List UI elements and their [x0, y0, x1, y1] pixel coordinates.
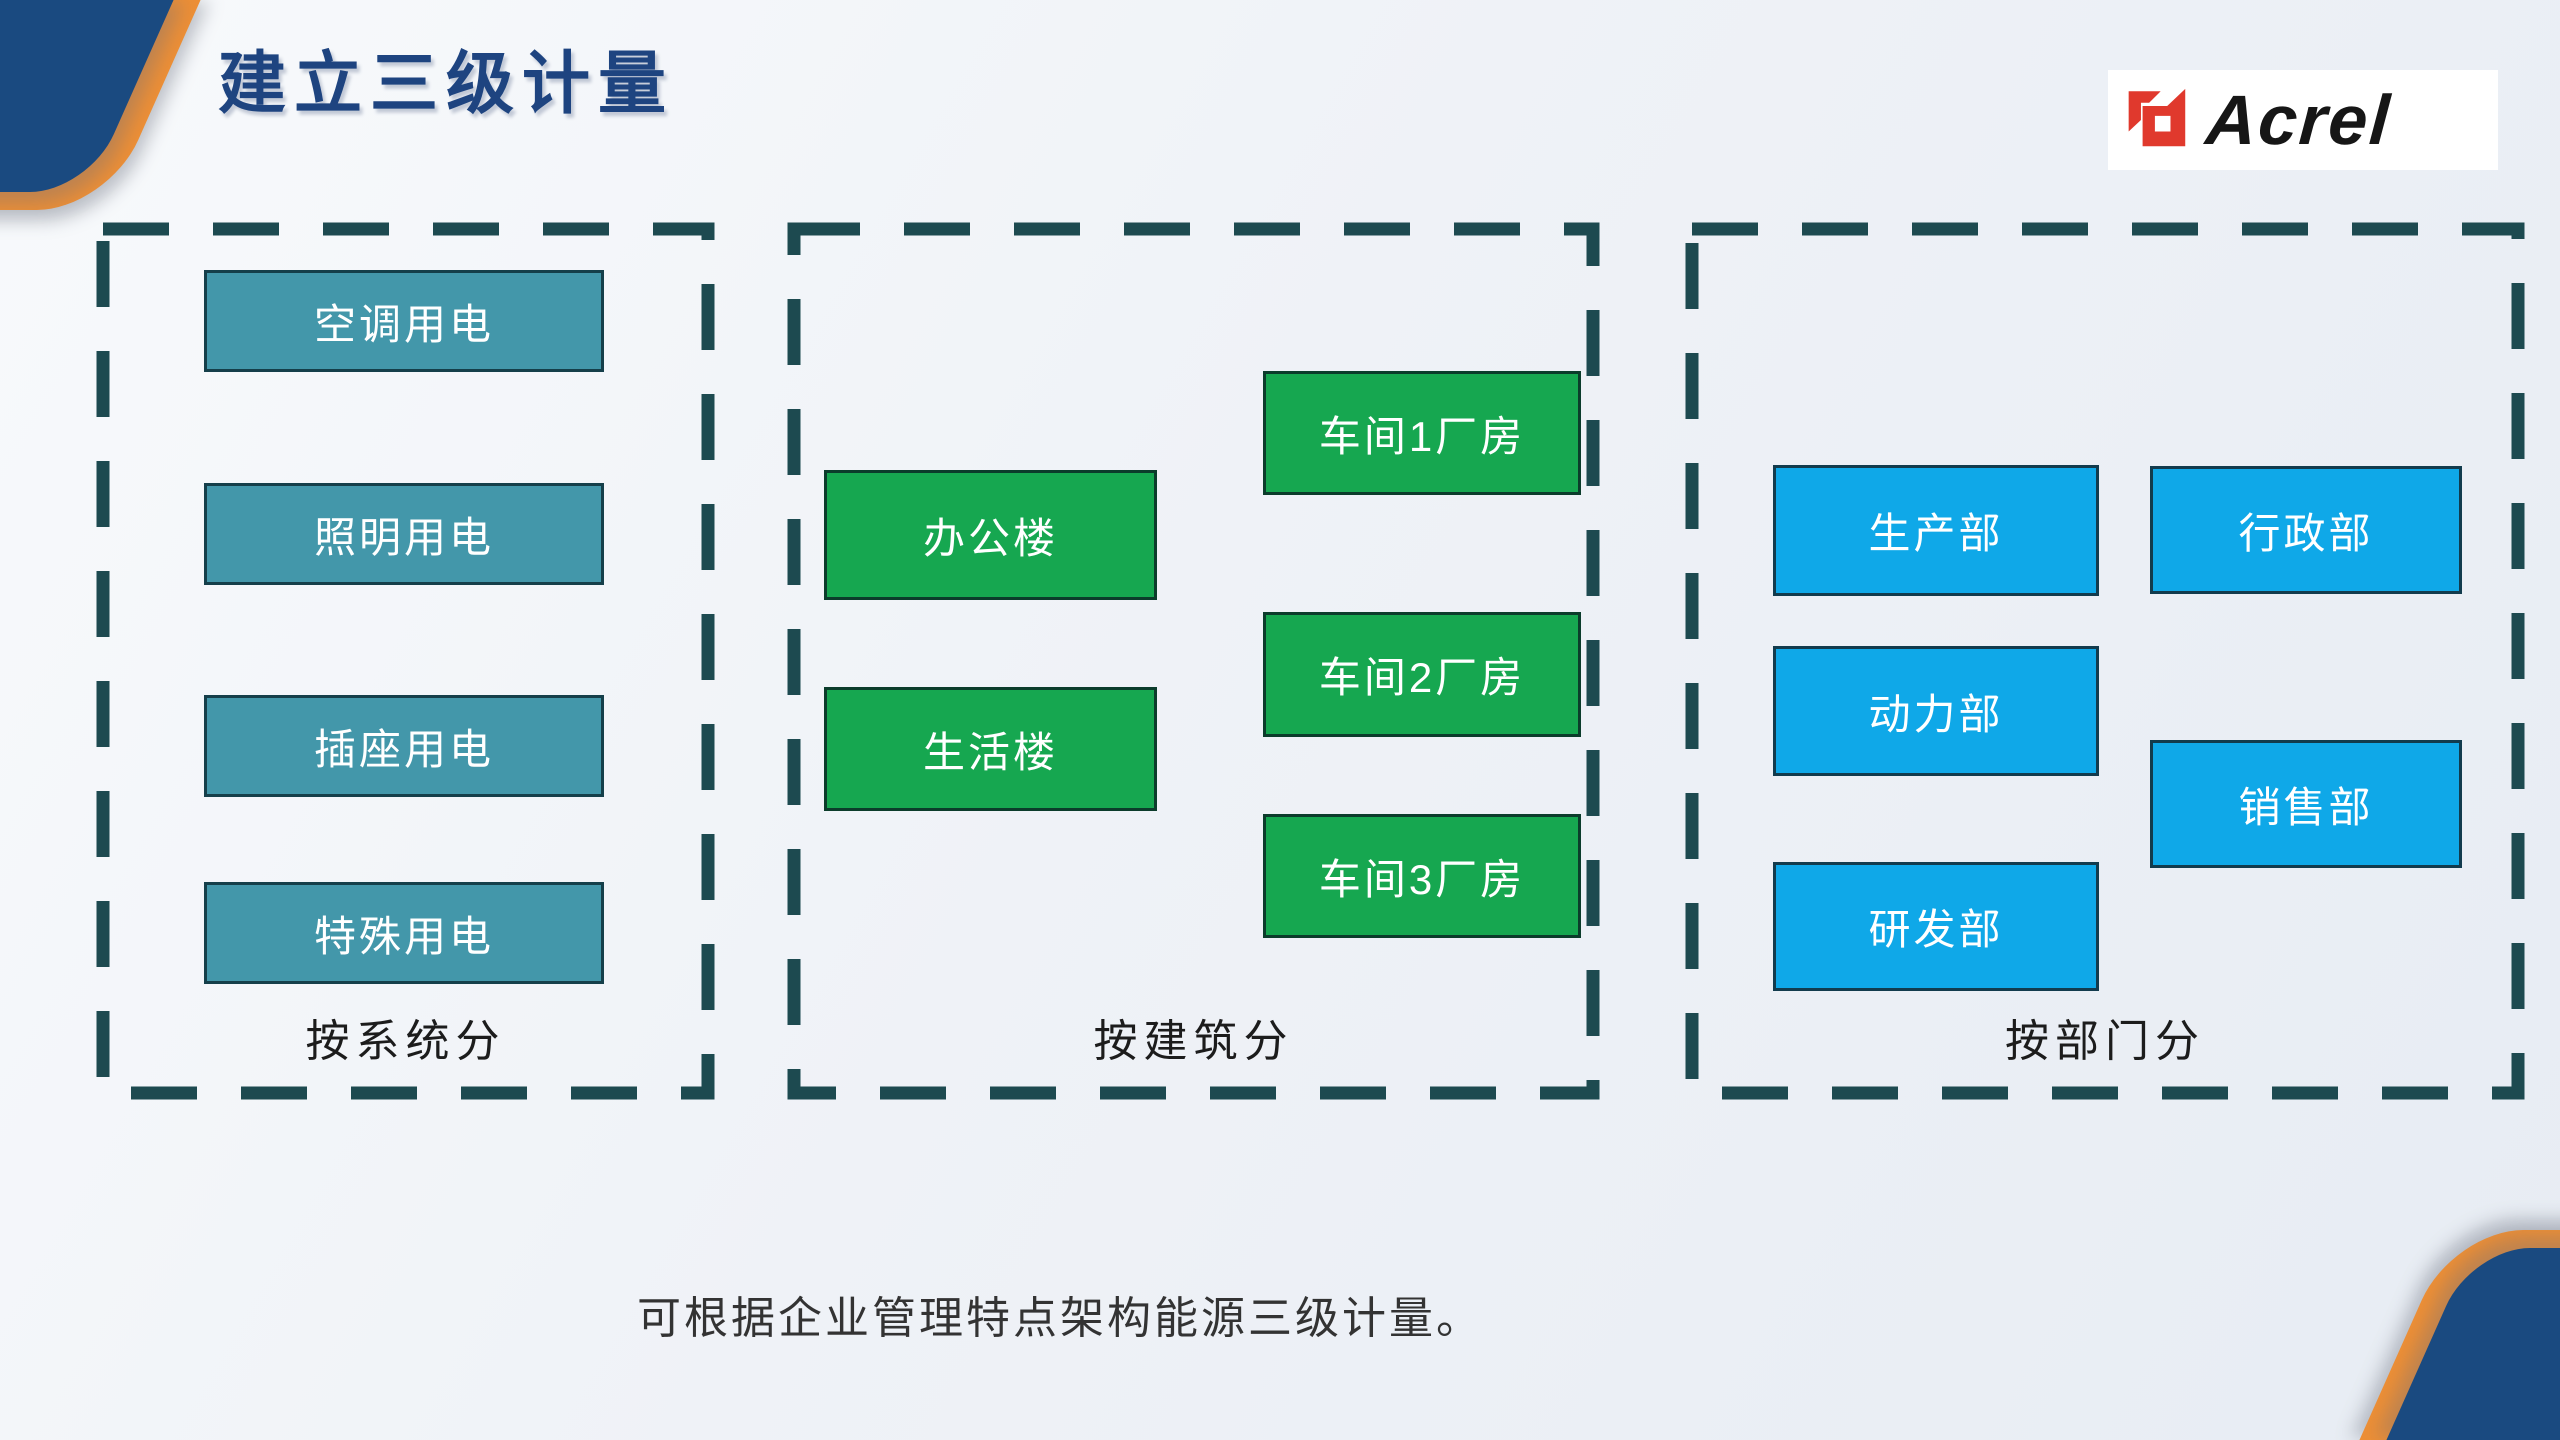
group-by-system: 空调用电 照明用电 插座用电 特殊用电 按系统分 — [96, 222, 715, 1100]
dashed-border — [1685, 222, 2525, 1100]
box-workshop-1: 车间1厂房 — [1263, 371, 1581, 495]
group-label-by-system: 按系统分 — [305, 1017, 506, 1066]
box-office-building: 办公楼 — [824, 470, 1157, 600]
box-living-building: 生活楼 — [824, 687, 1157, 811]
box-special-power: 特殊用电 — [204, 882, 604, 984]
box-production-dept: 生产部 — [1773, 465, 2099, 596]
box-sales-dept: 销售部 — [2150, 740, 2462, 868]
group-label-by-department: 按部门分 — [2005, 1017, 2205, 1066]
box-power-dept: 动力部 — [1773, 646, 2099, 776]
page-title: 建立三级计量 — [218, 46, 675, 122]
footnote: 可根据企业管理特点架构能源三级计量。 — [637, 1294, 1483, 1343]
box-admin-dept: 行政部 — [2150, 466, 2462, 594]
box-socket-power: 插座用电 — [204, 695, 604, 797]
dashed-border — [96, 222, 715, 1100]
group-by-department: 生产部 行政部 动力部 销售部 研发部 按部门分 — [1685, 222, 2525, 1100]
box-rd-dept: 研发部 — [1773, 862, 2099, 991]
box-workshop-2: 车间2厂房 — [1263, 612, 1581, 737]
acrel-logo: Acrel — [2108, 70, 2498, 170]
box-air-conditioning-power: 空调用电 — [204, 270, 604, 372]
acrel-logo-text: Acrel — [2203, 81, 2394, 159]
box-workshop-3: 车间3厂房 — [1263, 814, 1581, 938]
group-by-building: 办公楼 生活楼 车间1厂房 车间2厂房 车间3厂房 按建筑分 — [787, 222, 1600, 1100]
acrel-logo-icon — [2128, 88, 2186, 147]
box-lighting-power: 照明用电 — [204, 483, 604, 585]
group-label-by-building: 按建筑分 — [1093, 1017, 1294, 1066]
dashed-border — [787, 222, 1600, 1100]
